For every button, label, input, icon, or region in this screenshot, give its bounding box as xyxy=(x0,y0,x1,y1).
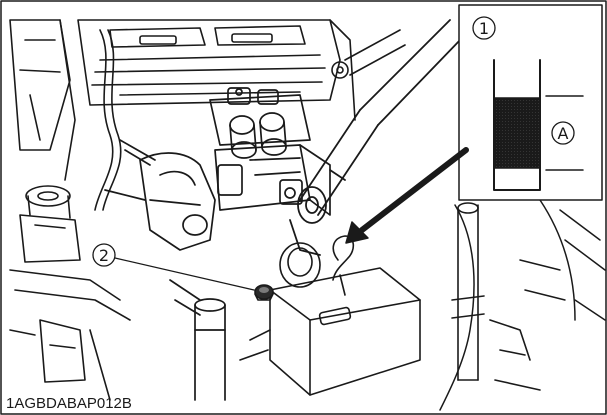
rear-tire xyxy=(439,199,606,411)
lower-cylinder xyxy=(169,279,226,401)
oil-fill xyxy=(495,98,539,168)
callout-2: 2 xyxy=(92,243,255,291)
gauge-tube xyxy=(493,59,541,191)
callout-a-circle xyxy=(551,121,575,145)
filler-cap xyxy=(254,284,274,301)
arrow-head xyxy=(345,221,369,244)
callout-2-number: 2 xyxy=(99,246,109,265)
diagonal-strut xyxy=(289,19,463,256)
right-post xyxy=(451,202,541,391)
valve-block xyxy=(209,87,331,216)
callout-2-circle xyxy=(92,243,116,267)
lift-arm xyxy=(104,139,216,251)
oil-filler-area xyxy=(239,235,421,396)
pointer-arrow xyxy=(345,147,469,244)
figure-code: 1AGBDABAP012B xyxy=(6,395,132,412)
callout-1-circle xyxy=(472,16,496,40)
rear-structure xyxy=(9,19,406,211)
callout-1-number: 1 xyxy=(479,19,489,38)
callout-2-leader xyxy=(114,257,255,291)
level-inset: 1 A xyxy=(458,4,603,201)
callout-a-letter: A xyxy=(558,124,569,143)
left-bracket xyxy=(9,185,131,401)
